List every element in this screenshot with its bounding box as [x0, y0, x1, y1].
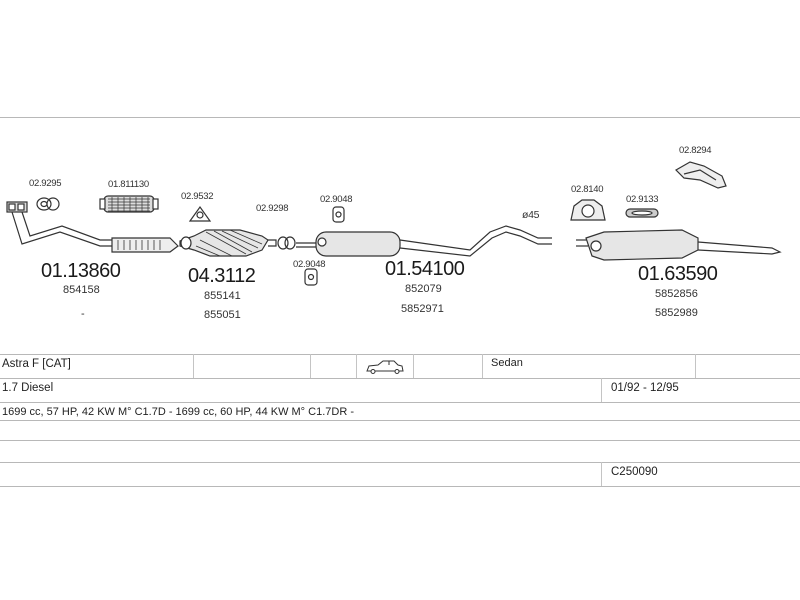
middle-silencer-ref2: 5852971: [401, 303, 444, 315]
rear-silencer-number: 01.63590: [638, 263, 718, 285]
flex-pipe-drawing: [99, 195, 159, 213]
part-label-8294: 02.8294: [679, 145, 712, 156]
table-rule-5: [0, 440, 800, 441]
front-pipe-ref1: 854158: [63, 284, 100, 296]
middle-silencer-number: 01.54100: [385, 258, 465, 280]
gasket-9133-drawing: [625, 208, 659, 218]
pipe-diameter: ø45: [522, 209, 540, 221]
catalyst-ref2: 855051: [204, 309, 241, 321]
rear-silencer-ref2: 5852989: [655, 307, 698, 319]
engine-specs: 1699 cc, 57 HP, 42 KW M° C1.7D - 1699 cc…: [2, 406, 354, 418]
part-label-9133: 02.9133: [626, 194, 659, 205]
part-label-9532: 02.9532: [181, 191, 214, 202]
rear-silencer-drawing: [576, 229, 782, 261]
middle-silencer-ref1: 852079: [405, 283, 442, 295]
part-label-9048-bottom: 02.9048: [293, 259, 326, 270]
table-rule-7: [0, 486, 800, 487]
ring-8294-drawing: [675, 161, 727, 189]
rear-silencer-ref1: 5852856: [655, 288, 698, 300]
part-label-9298: 02.9298: [256, 203, 289, 214]
table-rule-4: [0, 420, 800, 421]
front-pipe-drawing: [6, 201, 179, 253]
part-label-8140: 02.8140: [571, 184, 604, 195]
part-label-9295: 02.9295: [29, 178, 62, 189]
vehicle-model: Astra F [CAT]: [2, 358, 71, 370]
table-rule-6: [0, 462, 800, 463]
gasket-9295-drawing: [36, 197, 60, 211]
body-type: Sedan: [491, 357, 523, 369]
part-label-811130: 01.811130: [108, 179, 149, 190]
table-rule-1: [0, 354, 800, 355]
engine-type: 1.7 Diesel: [2, 382, 54, 394]
top-border: [0, 117, 800, 118]
production-period: 01/92 - 12/95: [611, 382, 679, 394]
front-pipe-number: 01.13860: [41, 260, 121, 282]
table-rule-3: [0, 402, 800, 403]
catalyst-ref1: 855141: [204, 290, 241, 302]
table-rule-2: [0, 378, 800, 379]
part-label-9048-top: 02.9048: [320, 194, 353, 205]
hanger-9048-bottom-drawing: [304, 268, 318, 286]
gasket-9298-drawing: [277, 236, 296, 250]
catalyst-drawing: [179, 229, 277, 257]
catalogue-code: C250090: [611, 466, 658, 478]
hanger-9048-top-drawing: [332, 206, 345, 223]
middle-silencer-drawing: [296, 225, 552, 257]
clamp-9532-drawing: [188, 205, 212, 222]
clamp-8140-drawing: [570, 199, 606, 221]
front-pipe-ref2: -: [81, 308, 85, 320]
catalyst-number: 04.3112: [188, 265, 256, 287]
